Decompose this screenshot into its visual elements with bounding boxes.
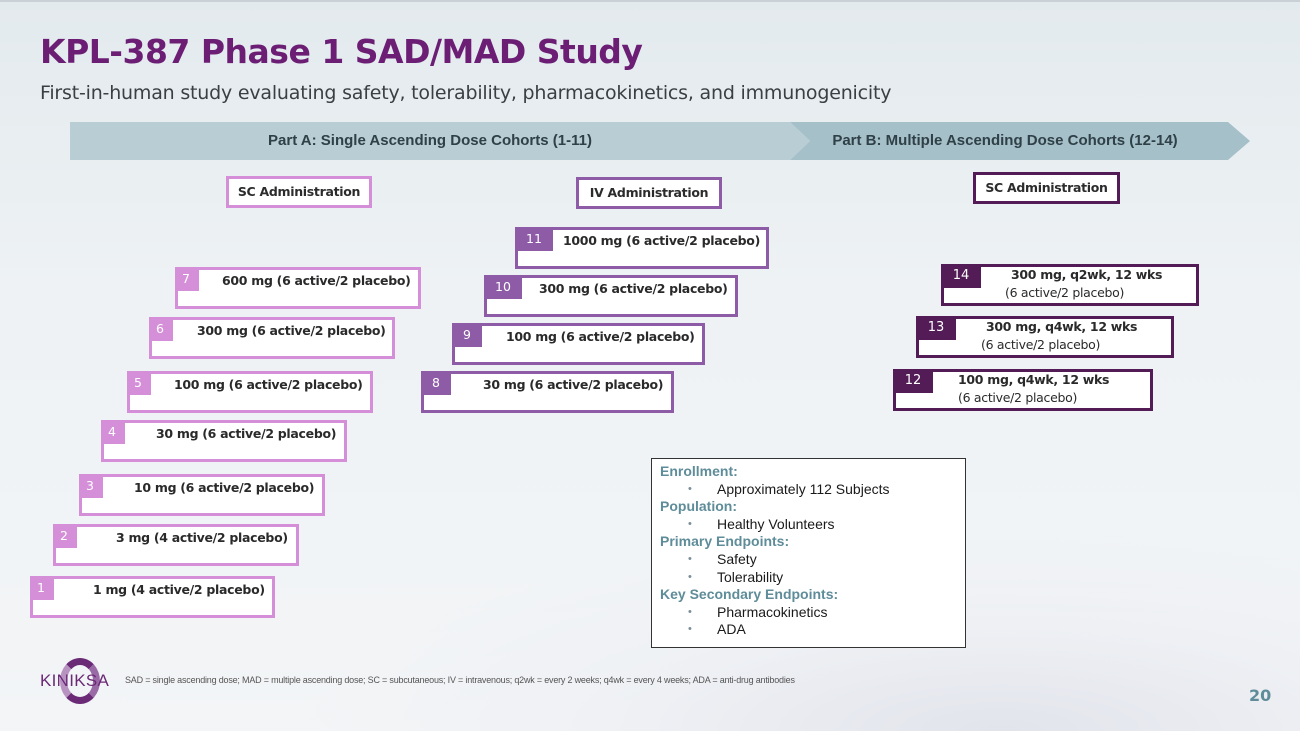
cohort-dose: 10 mg (6 active/2 placebo)	[134, 480, 315, 495]
secondary-endpoints-heading: Key Secondary Endpoints:	[660, 586, 839, 603]
cohort-number: 13	[916, 316, 956, 340]
cohort-9: 9 100 mg (6 active/2 placebo)	[452, 323, 705, 365]
cohort-13: 13 300 mg, q4wk, 12 wks (6 active/2 plac…	[916, 316, 1174, 358]
logo-ring-icon	[60, 658, 100, 704]
primary-endpoint-item: •Tolerability	[688, 568, 784, 585]
primary-endpoint-item: •Safety	[688, 550, 757, 567]
secondary-endpoint-item: •Pharmacokinetics	[688, 603, 828, 620]
cohort-6: 6 300 mg (6 active/2 placebo)	[149, 317, 395, 359]
cohort-dose: 300 mg (6 active/2 placebo)	[197, 323, 386, 338]
cohort-number: 9	[452, 323, 482, 347]
bullet-icon: •	[688, 552, 692, 565]
cohort-allocation: (6 active/2 placebo)	[981, 337, 1101, 352]
cohort-number: 3	[79, 474, 103, 498]
cohort-allocation: (6 active/2 placebo)	[958, 390, 1078, 405]
population-item: •Healthy Volunteers	[688, 515, 835, 532]
part-b-arrow	[790, 122, 1250, 160]
part-a-arrow	[70, 122, 810, 160]
part-a-label: Part A: Single Ascending Dose Cohorts (1…	[268, 132, 592, 149]
cohort-12: 12 100 mg, q4wk, 12 wks (6 active/2 plac…	[893, 369, 1153, 411]
cohort-number: 1	[30, 576, 54, 600]
bullet-icon: •	[688, 517, 692, 530]
cohort-allocation: (6 active/2 placebo)	[1005, 285, 1125, 300]
cohort-dose: 100 mg, q4wk, 12 wks	[958, 372, 1110, 387]
bullet-icon: •	[688, 605, 692, 618]
kiniksa-logo: KINIKSA	[40, 655, 112, 705]
phase-banner: Part A: Single Ascending Dose Cohorts (1…	[70, 122, 1250, 160]
bullet-icon: •	[688, 482, 692, 495]
cohort-7: 7 600 mg (6 active/2 placebo)	[175, 267, 421, 309]
logo-wordmark: KINIKSA	[40, 671, 110, 690]
cohort-dose: 30 mg (6 active/2 placebo)	[156, 426, 337, 441]
page-number: 20	[1249, 686, 1272, 705]
cohort-number: 7	[175, 267, 199, 291]
cohort-dose: 300 mg (6 active/2 placebo)	[539, 281, 728, 296]
cohort-number: 5	[127, 371, 151, 395]
cohort-dose: 600 mg (6 active/2 placebo)	[222, 273, 411, 288]
cohort-4: 4 30 mg (6 active/2 placebo)	[101, 420, 347, 462]
cohort-dose: 1 mg (4 active/2 placebo)	[93, 582, 265, 597]
enrollment-heading: Enrollment:	[660, 463, 738, 479]
cohort-1: 1 1 mg (4 active/2 placebo)	[30, 576, 275, 618]
cohort-5: 5 100 mg (6 active/2 placebo)	[127, 371, 373, 413]
cohort-8: 8 30 mg (6 active/2 placebo)	[421, 371, 674, 413]
primary-endpoints-heading: Primary Endpoints:	[660, 533, 790, 550]
cohort-number: 14	[941, 264, 981, 288]
part-b-label: Part B: Multiple Ascending Dose Cohorts …	[832, 132, 1178, 149]
slide-subtitle: First-in-human study evaluating safety, …	[40, 82, 892, 104]
cohort-number: 2	[53, 524, 77, 548]
secondary-endpoint-item: •ADA	[688, 621, 746, 638]
cohort-dose: 300 mg, q4wk, 12 wks	[986, 319, 1138, 334]
cohort-11: 11 1000 mg (6 active/2 placebo)	[515, 227, 769, 269]
cohort-dose: 300 mg, q2wk, 12 wks	[1011, 267, 1163, 282]
cohort-dose: 100 mg (6 active/2 placebo)	[506, 329, 695, 344]
cohort-number: 11	[515, 227, 553, 251]
cohort-number: 12	[893, 369, 933, 393]
cohort-number: 8	[421, 371, 451, 395]
cohort-dose: 100 mg (6 active/2 placebo)	[174, 377, 363, 392]
part-a-iv-administration-label: IV Administration	[576, 177, 722, 209]
study-info-box: Enrollment: •Approximately 112 Subjects …	[651, 458, 966, 648]
abbreviations-footnote: SAD = single ascending dose; MAD = multi…	[125, 675, 795, 685]
cohort-number: 4	[101, 420, 125, 444]
cohort-dose: 3 mg (4 active/2 placebo)	[116, 530, 288, 545]
enrollment-item: •Approximately 112 Subjects	[688, 480, 890, 497]
cohort-number: 10	[484, 275, 522, 299]
slide-title: KPL-387 Phase 1 SAD/MAD Study	[40, 32, 643, 71]
cohort-dose: 30 mg (6 active/2 placebo)	[483, 377, 664, 392]
cohort-dose: 1000 mg (6 active/2 placebo)	[563, 233, 760, 248]
cohort-14: 14 300 mg, q2wk, 12 wks (6 active/2 plac…	[941, 264, 1199, 306]
phase-banner-arrows	[70, 122, 1250, 160]
bullet-icon: •	[688, 623, 692, 636]
part-a-sc-administration-label: SC Administration	[226, 176, 372, 208]
cohort-number: 6	[149, 317, 173, 341]
top-rule	[0, 0, 1300, 2]
part-b-sc-administration-label: SC Administration	[973, 172, 1120, 204]
bullet-icon: •	[688, 570, 692, 583]
cohort-3: 3 10 mg (6 active/2 placebo)	[79, 474, 325, 516]
cohort-2: 2 3 mg (4 active/2 placebo)	[53, 524, 299, 566]
cohort-10: 10 300 mg (6 active/2 placebo)	[484, 275, 738, 317]
population-heading: Population:	[660, 498, 737, 515]
